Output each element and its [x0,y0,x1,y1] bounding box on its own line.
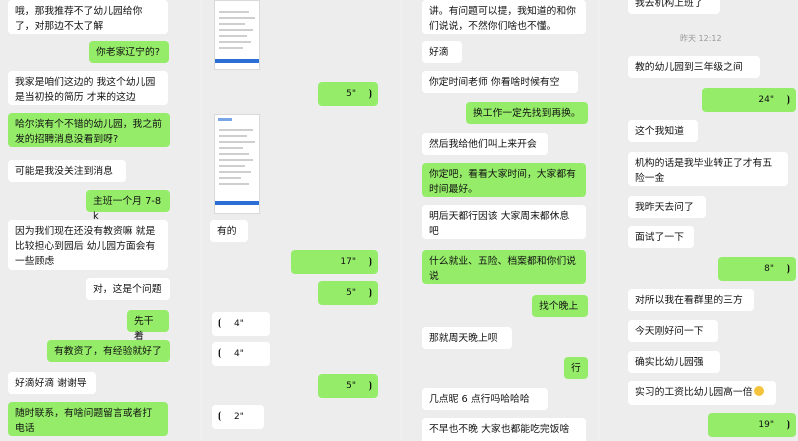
message-received[interactable]: 你定时间老师 你看啥时候有空 [422,71,578,93]
message-received[interactable]: 明后天都行因该 大家周末都休息吧 [422,205,586,239]
voice-message-sent[interactable]: 5" ⦘ [318,281,378,305]
voice-duration: 5" [346,288,356,298]
message-received[interactable]: 机构的话是我毕业转正了才有五险一金 [628,152,788,186]
voice-duration: 19" [758,420,774,430]
message-received[interactable]: 我昨天去问了 [628,196,706,218]
voice-message-sent[interactable]: 17" ⦘ [291,250,378,274]
message-received[interactable]: 哦，那我推荐不了幼儿园给你了，对那边不太了解 [8,0,168,34]
message-received[interactable]: 我家是咱们这边的 我这个幼儿园是当初投的简历 才来的这边 [8,71,168,105]
voice-wave-icon: ⦗ [218,348,222,359]
message-sent[interactable]: 有教资了，有经验就好了 [47,340,170,362]
document-thumbnail[interactable] [214,0,260,70]
voice-wave-icon: ⦘ [368,256,372,267]
message-received[interactable]: 这个我知道 [628,120,698,142]
document-thumbnail[interactable] [214,114,260,214]
voice-wave-icon: ⦘ [368,380,372,391]
message-sent[interactable]: 行 [564,357,588,379]
voice-wave-icon: ⦘ [368,88,372,99]
voice-duration: 4" [234,349,244,359]
voice-duration: 24" [758,95,774,105]
message-received[interactable]: 那就周天晚上呗 [422,327,512,349]
voice-message-received[interactable]: ⦗ 2" [212,405,264,429]
message-received[interactable]: 实习的工资比幼儿园高一倍 [628,381,776,405]
message-received[interactable]: 面试了一下 [628,226,694,248]
voice-message-received[interactable]: ⦗ 4" [212,342,270,366]
voice-duration: 5" [346,89,356,99]
voice-message-received[interactable]: ⦗ 4" [212,312,270,336]
message-received[interactable]: 好滴好滴 谢谢导 [8,372,96,394]
message-sent[interactable]: 换工作一定先找到再换。 [466,102,588,124]
timestamp: 昨天 12:12 [680,34,722,43]
message-received[interactable]: 几点昵 6 点行吗哈哈哈 [422,388,548,410]
message-received[interactable]: 我去机构上班了 [628,0,720,14]
voice-duration: 2" [234,412,244,422]
message-received[interactable]: 好滴 [422,41,462,63]
message-received[interactable]: 确实比幼儿园强 [628,351,720,373]
voice-wave-icon: ⦗ [218,411,222,422]
message-sent[interactable]: 哈尔滨有个不错的幼儿园，我之前发的招聘消息没看到呀? [8,113,170,147]
message-sent[interactable]: 找个晚上 [532,295,588,317]
chat-panel-3: 讲。有问题可以提，我知道的和你们说说，不然你们啥也不懂。 好滴 你定时间老师 你… [402,0,598,441]
voice-duration: 5" [346,381,356,391]
voice-wave-icon: ⦘ [786,419,790,430]
message-received[interactable]: 讲。有问题可以提，我知道的和你们说说，不然你们啥也不懂。 [422,0,586,34]
chat-panel-4: 我去机构上班了 昨天 12:12 教的幼儿园到三年级之间 24" ⦘ 这个我知道… [600,0,798,441]
message-sent[interactable]: 你老家辽宁的? [89,41,169,63]
message-sent[interactable]: 你定吧，看看大家时间，大家都有时间最好。 [422,163,586,197]
voice-message-sent[interactable]: 5" ⦘ [318,374,378,398]
voice-wave-icon: ⦘ [368,287,372,298]
voice-wave-icon: ⦗ [218,318,222,329]
voice-duration: 17" [340,257,356,267]
chat-panel-1: 哦，那我推荐不了幼儿园给你了，对那边不太了解 你老家辽宁的? 我家是咱们这边的 … [0,0,200,441]
grin-emoji-icon [753,386,764,396]
voice-duration: 4" [234,319,244,329]
chat-panel-2: 5" ⦘ 有的 17" ⦘ 5" ⦘ ⦗ 4" ⦗ 4" 5" ⦘ ⦗ 2" [202,0,400,441]
message-received[interactable]: 有的 [210,220,248,242]
message-received[interactable]: 对所以我在看群里的三方 [628,289,754,311]
voice-message-sent[interactable]: 19" ⦘ [708,413,796,437]
message-sent[interactable]: 随时联系，有啥问题留言或者打电话 [8,402,168,436]
message-received[interactable]: 对，这是个问题 [86,278,170,300]
voice-wave-icon: ⦘ [786,94,790,105]
message-text: 实习的工资比幼儿园高一倍 [635,387,753,398]
voice-message-sent[interactable]: 8" ⦘ [718,257,796,281]
message-sent[interactable]: 什么就业、五险、档案都和你们说说 [422,250,586,284]
message-sent[interactable]: 先干着 [127,310,169,342]
message-received[interactable]: 然后我给他们叫上来开会 [422,133,548,155]
voice-duration: 8" [764,264,774,274]
message-sent[interactable]: 主班一个月 7-8k [86,190,170,222]
voice-message-sent[interactable]: 5" ⦘ [318,82,378,106]
message-received[interactable]: 不早也不晚 大家也都能吃完饭啥 [422,418,586,441]
message-received[interactable]: 教的幼儿园到三年级之间 [628,56,760,78]
message-received[interactable]: 因为我们现在还没有教资嘛 就是比较担心到园后 幼儿园方面会有一些顾虑 [8,220,168,270]
message-received[interactable]: 可能是我没关注到消息 [8,160,126,182]
voice-wave-icon: ⦘ [786,263,790,274]
message-received[interactable]: 今天刚好问一下 [628,320,718,342]
voice-message-sent[interactable]: 24" ⦘ [702,88,796,112]
